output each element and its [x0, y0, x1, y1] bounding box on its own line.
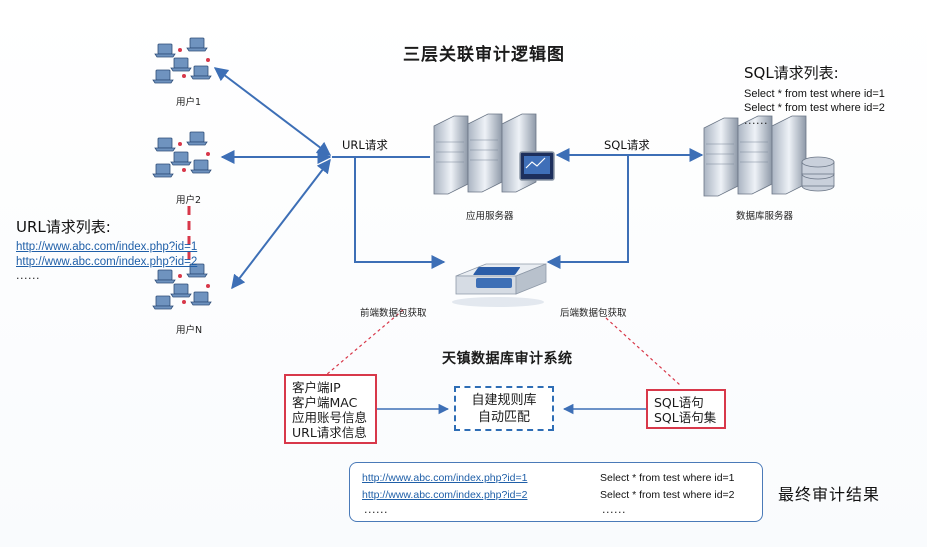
- client-leader: [325, 309, 404, 376]
- result-sql: Select * from test where id=1: [600, 472, 735, 484]
- laptops-icon: [152, 263, 212, 310]
- url-info-label: URL请求信息: [292, 425, 367, 440]
- final-result-label: 最终审计结果: [778, 485, 881, 504]
- db-server-node: 数据库服务器: [700, 112, 840, 222]
- rules-match-box: 自建规则库 自动匹配: [454, 386, 554, 431]
- result-url[interactable]: http://www.abc.com/index.php?id=1: [362, 472, 528, 484]
- result-sql: Select * from test where id=2: [600, 489, 735, 501]
- userN-cluster: 用户N: [150, 262, 230, 336]
- sql-set-label: SQL语句集: [654, 410, 717, 425]
- client-ip-label: 客户端IP: [292, 380, 341, 395]
- sql-list-title: SQL请求列表:: [744, 64, 839, 82]
- sql-info-box: SQL语句 SQL语句集: [646, 389, 726, 429]
- url-request-label: URL请求: [342, 138, 388, 152]
- url-list-item[interactable]: http://www.abc.com/index.php?id=2: [16, 256, 198, 268]
- sql-list-item: Select * from test where id=2: [744, 102, 885, 114]
- url-list-ellipsis: ......: [16, 269, 40, 282]
- user1-label: 用户1: [176, 97, 202, 108]
- url-request-list: URL请求列表: http://www.abc.com/index.php?id…: [16, 216, 236, 282]
- front-tap-line: [354, 157, 446, 269]
- client-info-box: 客户端IP 客户端MAC 应用账号信息 URL请求信息: [284, 374, 377, 444]
- back-tap-line: [546, 155, 629, 269]
- db-server-label: 数据库服务器: [736, 211, 794, 222]
- custom-rules-label: 自建规则库: [471, 393, 537, 408]
- result-sql-ellipsis: ......: [602, 503, 626, 516]
- userN-link: [231, 158, 331, 290]
- url-list-item[interactable]: http://www.abc.com/index.php?id=1: [16, 241, 198, 253]
- app-server-node: 应用服务器: [428, 112, 560, 222]
- user2-label: 用户2: [176, 195, 202, 206]
- sql-leader: [605, 317, 681, 386]
- sql-list-item: Select * from test where id=1: [744, 88, 885, 100]
- sql-list-ellipsis: ......: [744, 114, 768, 127]
- result-url[interactable]: http://www.abc.com/index.php?id=2: [362, 489, 528, 501]
- app-account-label: 应用账号信息: [292, 410, 368, 425]
- front-capture-label: 前端数据包获取: [360, 308, 427, 319]
- user1-link: [213, 67, 332, 156]
- sql-request-label: SQL请求: [604, 138, 650, 152]
- audit-system-label: 天镇数据库审计系统: [442, 351, 573, 367]
- user1-cluster: 用户1: [150, 36, 220, 108]
- app-server-label: 应用服务器: [466, 211, 514, 222]
- back-capture-label: 后端数据包获取: [560, 308, 627, 319]
- auto-match-label: 自动匹配: [477, 410, 530, 425]
- url-list-title: URL请求列表:: [16, 218, 111, 236]
- audit-result-box: http://www.abc.com/index.php?id=1 Select…: [349, 462, 763, 522]
- user2-cluster: 用户2: [150, 130, 220, 206]
- laptops-icon: [152, 37, 212, 84]
- diagram-title: 三层关联审计逻辑图: [403, 45, 565, 65]
- result-url-ellipsis: ......: [364, 503, 388, 516]
- userN-label: 用户N: [176, 325, 203, 336]
- audit-appliance: [446, 262, 550, 312]
- sql-request-list: SQL请求列表: Select * from test where id=1 S…: [744, 62, 924, 127]
- client-mac-label: 客户端MAC: [292, 395, 358, 410]
- server-rack-icon: [433, 113, 555, 195]
- laptops-icon: [152, 131, 212, 178]
- sql-statement-label: SQL语句: [654, 395, 704, 410]
- database-server-icon: [703, 115, 835, 197]
- audit-appliance-icon: [452, 263, 547, 307]
